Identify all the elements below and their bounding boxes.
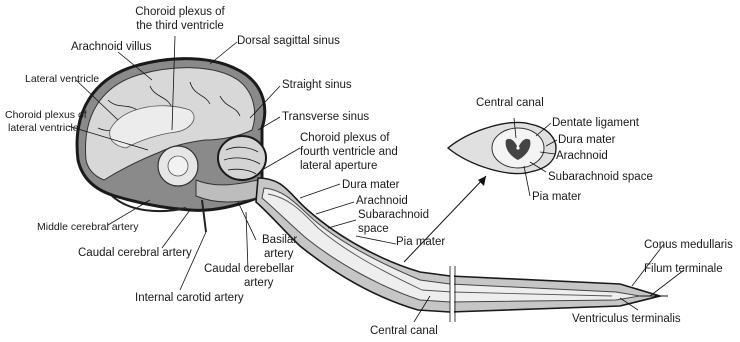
label-choroid-lateral-2: lateral ventricle [8, 122, 79, 134]
label-choroid-third-2: the third ventricle [136, 20, 224, 32]
label-central-canal-cord: Central canal [370, 325, 438, 337]
spinal-cord-illustration [256, 178, 668, 322]
label-section-arachnoid: Arachnoid [556, 150, 608, 162]
label-arachnoid: Arachnoid [356, 195, 408, 207]
label-ventriculus-terminalis: Ventriculus terminalis [572, 313, 681, 325]
label-conus-medullaris: Conus medullaris [644, 239, 733, 251]
label-arachnoid-villus: Arachnoid villus [71, 41, 152, 53]
label-caudal-cerebellar-1: Caudal cerebellar [204, 263, 294, 275]
label-choroid-fourth-3: lateral aperture [300, 160, 377, 172]
label-straight-sinus: Straight sinus [282, 79, 352, 91]
brain-illustration [77, 59, 266, 232]
label-subarachnoid-1: Subarachnoid [358, 209, 429, 221]
label-basilar-2: artery [264, 248, 294, 260]
label-dentate-ligament: Dentate ligament [552, 117, 640, 129]
label-choroid-third-1: Choroid plexus of [135, 6, 225, 18]
label-choroid-lateral-1: Choroid plexus of [5, 109, 87, 121]
label-section-dura-mater: Dura mater [558, 134, 616, 146]
label-dura-mater: Dura mater [342, 179, 400, 191]
label-basilar-1: Basilar [262, 234, 297, 246]
label-section-pia-mater: Pia mater [532, 191, 581, 203]
label-filum-terminale: Filum terminale [644, 263, 723, 275]
label-caudal-cerebellar-2: artery [244, 277, 274, 289]
label-caudal-cerebral-artery: Caudal cerebral artery [78, 247, 192, 259]
label-choroid-fourth-1: Choroid plexus of [300, 132, 390, 144]
label-middle-cerebral-artery: Middle cerebral artery [37, 221, 139, 233]
cord-cross-section [448, 122, 556, 173]
label-transverse-sinus: Transverse sinus [282, 111, 369, 123]
label-dorsal-sagittal-sinus: Dorsal sagittal sinus [237, 35, 340, 47]
label-central-canal-section: Central canal [476, 97, 544, 109]
label-lateral-ventricle: Lateral ventricle [25, 73, 99, 85]
label-section-subarachnoid-space: Subarachnoid space [548, 171, 653, 183]
label-subarachnoid-2: space [358, 223, 389, 235]
label-internal-carotid-artery: Internal carotid artery [135, 292, 244, 304]
label-pia-mater: Pia mater [396, 236, 445, 248]
label-choroid-fourth-2: fourth ventricle and [300, 146, 398, 158]
